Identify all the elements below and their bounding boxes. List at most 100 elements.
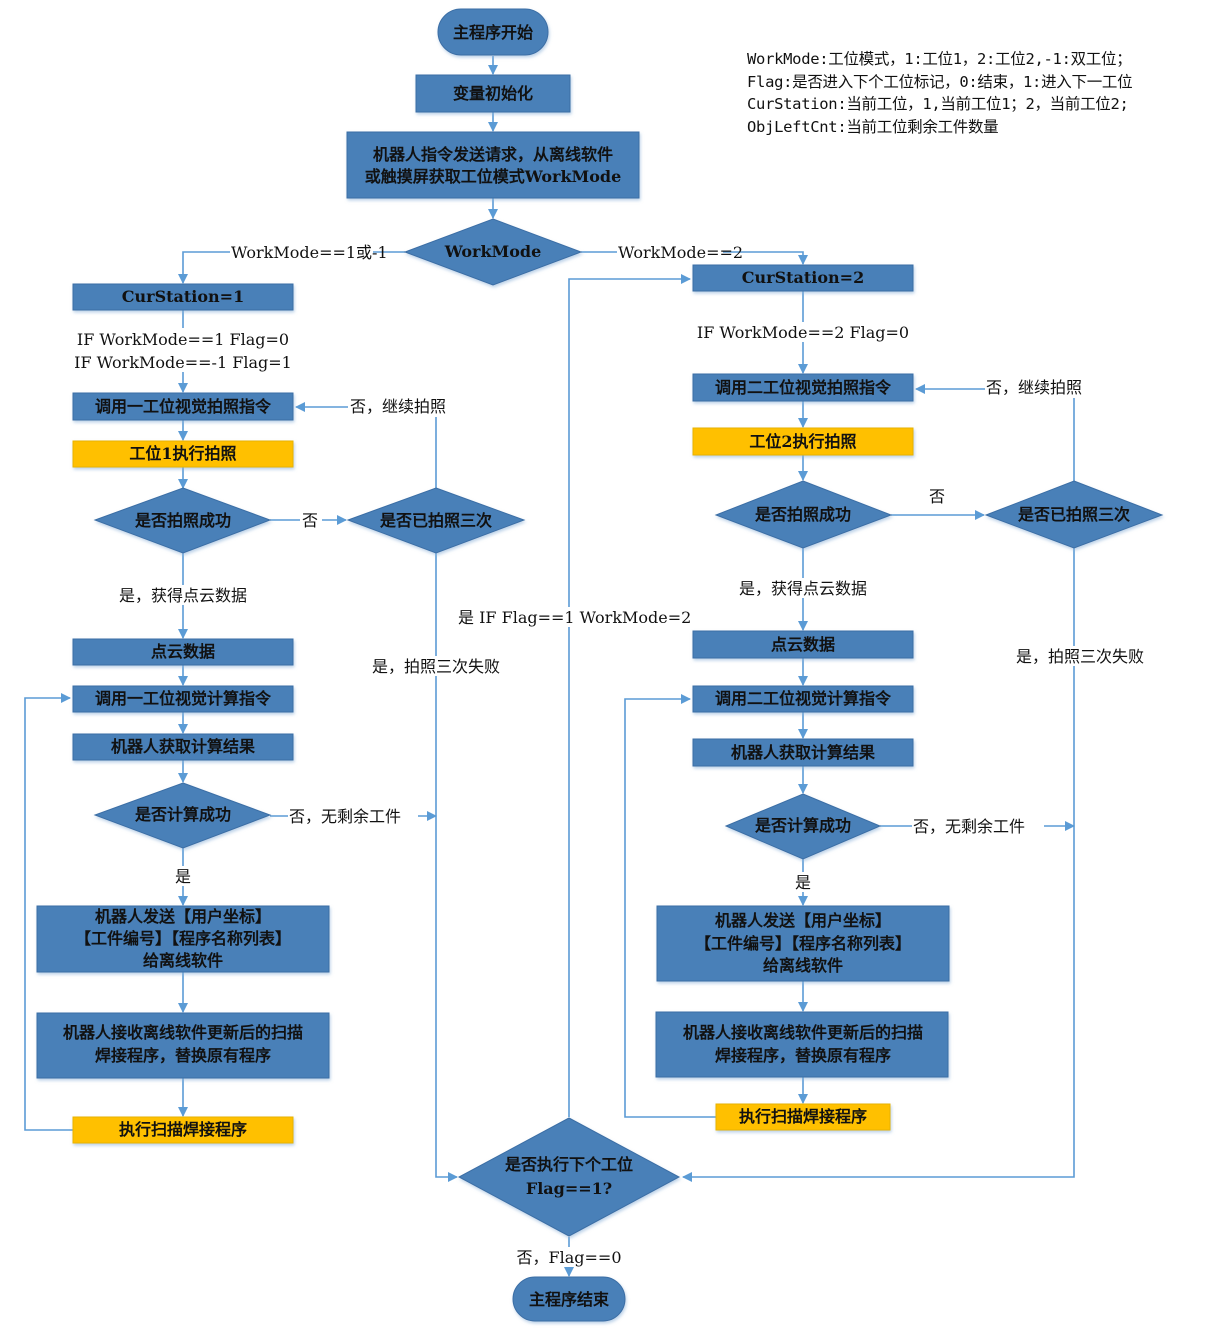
svg-text:是否已拍照三次: 是否已拍照三次 bbox=[379, 511, 492, 530]
start-terminator: 主程序开始 bbox=[437, 8, 549, 56]
station1-photo-cmd: 调用一工位视觉拍照指令 bbox=[72, 392, 294, 421]
svg-text:是否计算成功: 是否计算成功 bbox=[754, 816, 851, 835]
next-station-yes-label: 是 IF Flag==1 WorkMode=2 bbox=[458, 608, 691, 627]
station2-photo-three-decision: 是否已拍照三次 bbox=[984, 480, 1164, 549]
svg-text:机器人接收离线软件更新后的扫描: 机器人接收离线软件更新后的扫描 bbox=[63, 1023, 303, 1042]
station1-photo-yes: 是，获得点云数据 bbox=[119, 586, 247, 605]
init-label: 变量初始化 bbox=[453, 84, 533, 103]
station2-photo-fail: 是，拍照三次失败 bbox=[1016, 647, 1144, 666]
station1-photo-ok-decision: 是否拍照成功 bbox=[93, 487, 272, 554]
station2-exec-weld: 执行扫描焊接程序 bbox=[715, 1103, 891, 1131]
svg-text:主程序结束: 主程序结束 bbox=[529, 1290, 610, 1309]
svg-text:工位2执行拍照: 工位2执行拍照 bbox=[749, 432, 856, 451]
svg-text:点云数据: 点云数据 bbox=[771, 635, 835, 654]
svg-text:调用一工位视觉拍照指令: 调用一工位视觉拍照指令 bbox=[95, 397, 272, 416]
station2-get-result: 机器人获取计算结果 bbox=[692, 738, 914, 767]
svg-text:是否计算成功: 是否计算成功 bbox=[134, 805, 231, 824]
connector-retry bbox=[915, 384, 1075, 481]
end-terminator: 主程序结束 bbox=[512, 1276, 626, 1322]
station2-photo-ok-decision: 是否拍照成功 bbox=[714, 480, 893, 549]
legend-flag: Flag:是否进入下个工位标记，0:结束，1:进入下一工位 bbox=[747, 72, 1133, 91]
request-label-2: 或触摸屏获取工位模式WorkMode bbox=[365, 167, 622, 186]
station1-cloud: 点云数据 bbox=[72, 638, 294, 666]
svg-text:机器人发送【用户坐标】: 机器人发送【用户坐标】 bbox=[715, 911, 891, 930]
svg-text:机器人获取计算结果: 机器人获取计算结果 bbox=[731, 743, 875, 762]
svg-text:是否执行下个工位: 是否执行下个工位 bbox=[504, 1155, 633, 1174]
station2-photo-exec: 工位2执行拍照 bbox=[692, 427, 914, 456]
station2-send: 机器人发送【用户坐标】 【工件编号】【程序名称列表】 给离线软件 bbox=[656, 905, 950, 982]
station1-photo-no: 否 bbox=[302, 511, 318, 530]
svg-text:CurStation=2: CurStation=2 bbox=[742, 268, 864, 287]
station1-retry-label: 否，继续拍照 bbox=[350, 397, 446, 416]
station1-calc-ok-decision: 是否计算成功 bbox=[93, 782, 272, 849]
station1-recv: 机器人接收离线软件更新后的扫描 焊接程序，替换原有程序 bbox=[36, 1012, 330, 1079]
connector-fail bbox=[435, 553, 458, 1182]
init-process: 变量初始化 bbox=[415, 74, 571, 113]
station2-photo-cmd: 调用二工位视觉拍照指令 bbox=[692, 373, 914, 402]
connector-loop bbox=[624, 694, 716, 1118]
svg-text:是否已拍照三次: 是否已拍照三次 bbox=[1017, 505, 1130, 524]
end-label: 否，Flag==0 bbox=[517, 1248, 622, 1267]
connector-next-station bbox=[568, 274, 691, 1117]
start-label: 主程序开始 bbox=[453, 23, 533, 42]
station2-calc-cmd: 调用二工位视觉计算指令 bbox=[692, 685, 914, 713]
station1-photo-exec: 工位1执行拍照 bbox=[72, 440, 294, 468]
station1-cond-1: IF WorkMode==1 Flag=0 bbox=[77, 330, 289, 349]
svg-text:执行扫描焊接程序: 执行扫描焊接程序 bbox=[739, 1107, 867, 1126]
svg-text:调用二工位视觉拍照指令: 调用二工位视觉拍照指令 bbox=[715, 378, 892, 397]
branch-right-label: WorkMode==2 bbox=[618, 243, 743, 262]
svg-text:执行扫描焊接程序: 执行扫描焊接程序 bbox=[119, 1120, 247, 1139]
svg-text:【工件编号】【程序名称列表】: 【工件编号】【程序名称列表】 bbox=[75, 929, 291, 948]
svg-text:是否拍照成功: 是否拍照成功 bbox=[754, 505, 851, 524]
svg-text:工位1执行拍照: 工位1执行拍照 bbox=[129, 444, 236, 463]
station1-send: 机器人发送【用户坐标】 【工件编号】【程序名称列表】 给离线软件 bbox=[36, 905, 330, 973]
svg-text:调用一工位视觉计算指令: 调用一工位视觉计算指令 bbox=[95, 689, 272, 708]
svg-text:是否拍照成功: 是否拍照成功 bbox=[134, 511, 231, 530]
legend-objleftcnt: ObjLeftCnt:当前工位剩余工件数量 bbox=[747, 117, 999, 136]
connector-retry bbox=[295, 402, 437, 488]
request-label-1: 机器人指令发送请求，从离线软件 bbox=[373, 145, 613, 164]
station2-calc-ok-decision: 是否计算成功 bbox=[724, 793, 882, 860]
svg-text:焊接程序，替换原有程序: 焊接程序，替换原有程序 bbox=[95, 1046, 271, 1065]
station1-exec-weld: 执行扫描焊接程序 bbox=[72, 1116, 294, 1144]
station2-recv: 机器人接收离线软件更新后的扫描 焊接程序，替换原有程序 bbox=[655, 1011, 949, 1078]
station2-retry-label: 否，继续拍照 bbox=[986, 378, 1082, 397]
connectors bbox=[24, 56, 1075, 1277]
svg-text:【工件编号】【程序名称列表】: 【工件编号】【程序名称列表】 bbox=[695, 934, 911, 953]
legend: WorkMode:工位模式，1:工位1，2:工位2,-1:双工位； Flag:是… bbox=[747, 48, 1133, 138]
connector-loop bbox=[24, 693, 73, 1131]
svg-text:焊接程序，替换原有程序: 焊接程序，替换原有程序 bbox=[715, 1046, 891, 1065]
station2-calc-yes: 是 bbox=[795, 873, 811, 892]
station1-photo-fail: 是，拍照三次失败 bbox=[372, 657, 500, 676]
station1-cur: CurStation=1 bbox=[72, 283, 294, 311]
svg-text:机器人发送【用户坐标】: 机器人发送【用户坐标】 bbox=[95, 907, 271, 926]
legend-workmode: WorkMode:工位模式，1:工位1，2:工位2,-1:双工位； bbox=[747, 50, 1132, 68]
station1-cond-2: IF WorkMode==-1 Flag=1 bbox=[74, 353, 292, 372]
station1-calc-yes: 是 bbox=[175, 867, 191, 886]
workmode-decision: WorkMode bbox=[403, 218, 583, 286]
station1-calc-cmd: 调用一工位视觉计算指令 bbox=[72, 685, 294, 713]
svg-text:机器人获取计算结果: 机器人获取计算结果 bbox=[111, 737, 255, 756]
request-process: 机器人指令发送请求，从离线软件 或触摸屏获取工位模式WorkMode bbox=[346, 131, 640, 199]
next-station-decision: 是否执行下个工位 Flag==1? bbox=[457, 1117, 681, 1237]
svg-text:点云数据: 点云数据 bbox=[151, 642, 215, 661]
station2-photo-no: 否 bbox=[929, 487, 945, 506]
svg-text:机器人接收离线软件更新后的扫描: 机器人接收离线软件更新后的扫描 bbox=[683, 1023, 923, 1042]
workmode-label: WorkMode bbox=[444, 242, 542, 261]
svg-text:CurStation=1: CurStation=1 bbox=[122, 287, 244, 306]
svg-text:Flag==1?: Flag==1? bbox=[526, 1179, 612, 1198]
station2-calc-no: 否，无剩余工件 bbox=[913, 817, 1025, 836]
station2-cur: CurStation=2 bbox=[692, 264, 914, 292]
connector-fail bbox=[682, 548, 1075, 1182]
station1-calc-no: 否，无剩余工件 bbox=[289, 807, 401, 826]
station2-photo-yes: 是，获得点云数据 bbox=[739, 579, 867, 598]
branch-left-label: WorkMode==1或-1 bbox=[231, 243, 388, 262]
station2-cond-1: IF WorkMode==2 Flag=0 bbox=[697, 323, 909, 342]
legend-curstation: CurStation:当前工位，1,当前工位1；2，当前工位2; bbox=[747, 95, 1129, 113]
svg-text:调用二工位视觉计算指令: 调用二工位视觉计算指令 bbox=[715, 689, 892, 708]
station1-get-result: 机器人获取计算结果 bbox=[72, 733, 294, 761]
station1-photo-three-decision: 是否已拍照三次 bbox=[346, 487, 526, 554]
svg-text:给离线软件: 给离线软件 bbox=[143, 951, 223, 970]
svg-text:给离线软件: 给离线软件 bbox=[763, 956, 843, 975]
